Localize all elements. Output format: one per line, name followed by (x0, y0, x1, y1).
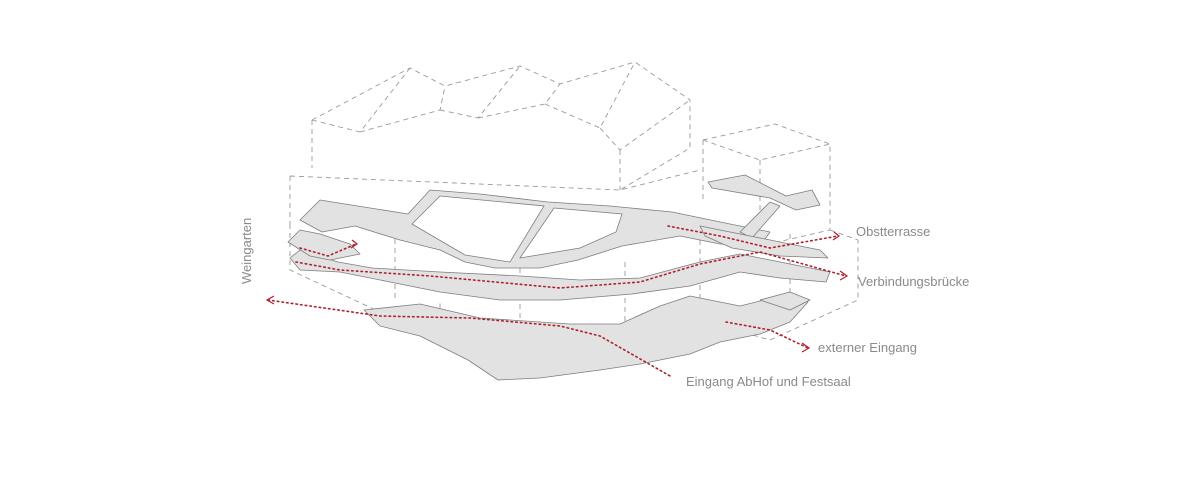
roof-outline (289, 61, 701, 224)
right-volume-outline (702, 123, 831, 247)
circulation-routes (265, 225, 849, 377)
verbindungsbruecke-slab (287, 229, 831, 301)
ground-floor-slab (363, 291, 811, 381)
route-verbindungsbruecke (295, 251, 847, 289)
route-externer-eingang (725, 321, 809, 349)
upper-floor-slab (299, 189, 771, 269)
route-eingang-abhof (267, 299, 671, 377)
obstterrasse-slab (699, 174, 829, 259)
label-verbindungsbruecke: Verbindungsbrücke (858, 274, 969, 289)
label-externer-eingang: externer Eingang (818, 340, 917, 355)
courtyard-opening-1 (411, 195, 545, 263)
route-weingarten (299, 243, 357, 257)
label-weingarten: Weingarten (239, 218, 254, 284)
courtyard-opening-2 (519, 207, 623, 259)
label-eingang-abhof: Eingang AbHof und Festsaal (686, 374, 851, 389)
label-obstterrasse: Obstterrasse (856, 224, 930, 239)
